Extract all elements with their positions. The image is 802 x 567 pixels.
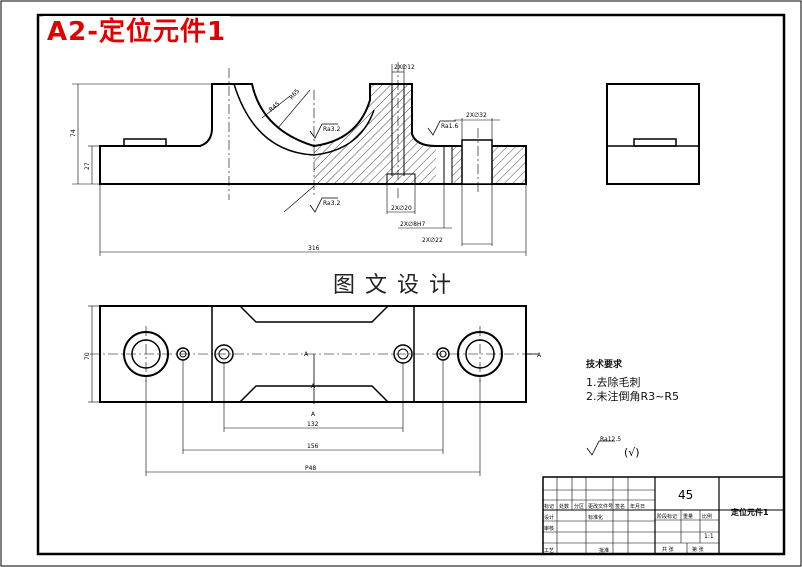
roughness-symbol [309, 123, 338, 139]
tb-approve: 批准 [599, 547, 609, 554]
tb-part-name: 定位元件1 [730, 507, 769, 517]
notes-item: 1.去除毛刺 [586, 376, 641, 389]
tb-stage-mark: 阶段标记 [657, 513, 677, 520]
dim-text: 316 [308, 245, 320, 252]
leader [277, 89, 311, 129]
roughness-text: Ra1.6 [441, 123, 458, 130]
side-pad [633, 138, 677, 147]
finish-symbol [586, 440, 615, 456]
section-hatch-right [452, 146, 526, 184]
left-pad [123, 138, 167, 147]
dim-text: 2X∅22 [422, 237, 443, 244]
watermark: 图文设计 [333, 273, 462, 298]
tb-material: 45 [678, 488, 693, 502]
sheet-label: A2-定位元件1 [43, 16, 231, 48]
dim-text: 2X∅32 [466, 112, 487, 119]
technical-requirements: 技术要求 1.去除毛刺 2.未注倒角R3~R5 [586, 357, 679, 404]
dim-text: 132 [307, 421, 319, 428]
section-hatch [314, 84, 436, 184]
roughness-symbol [309, 197, 338, 213]
drawing-frame [36, 13, 786, 556]
bore-arc-inner [233, 83, 375, 156]
slot-top [239, 305, 389, 323]
dim-text: 2X∅8H7 [400, 221, 425, 228]
notes-heading: 技术要求 [586, 360, 623, 370]
dim-text: 70 [84, 352, 91, 360]
top-view [88, 305, 538, 476]
roughness-text: Ra3.2 [323, 200, 340, 207]
hole-cbore [386, 173, 416, 185]
tb-review: 审核 [544, 525, 554, 532]
tb-signature: 签名 [615, 503, 625, 510]
section-mark: A [311, 383, 316, 390]
tb-design: 设计 [544, 514, 554, 521]
tb-date: 年月日 [630, 503, 645, 510]
tb-zone: 分区 [574, 503, 584, 510]
section-mark: A [311, 411, 316, 418]
section-mark: A [537, 352, 542, 359]
dim-text: 74 [70, 129, 77, 137]
dim-text: P48 [305, 465, 316, 472]
tb-count: 处数 [559, 503, 569, 510]
tb-scale-label: 比例 [702, 513, 712, 520]
tb-process: 工艺 [544, 548, 554, 554]
roughness-symbol [427, 120, 456, 136]
finish-suffix: (√) [624, 446, 640, 459]
title-block [542, 476, 785, 555]
tb-sheet-no: 第 张 [692, 546, 704, 553]
front-view [72, 62, 527, 256]
dim-text: 27 [84, 162, 91, 170]
notes-item: 2.未注倒角R3~R5 [586, 390, 679, 403]
tb-sheets-total: 共 张 [662, 546, 674, 553]
leader [261, 95, 291, 119]
roughness-text: Ra3.2 [323, 126, 340, 133]
tb-weight: 重量 [683, 513, 693, 520]
side-outline [606, 83, 700, 185]
dim-text: R65 [288, 88, 301, 102]
tb-scale: 1:1 [704, 533, 714, 540]
dim-text: R45 [268, 100, 282, 113]
finish-value: Ra12.5 [600, 436, 622, 443]
section-mark: A [304, 351, 309, 358]
dim-text: 2X∅12 [394, 64, 415, 71]
dim-text: 2X∅20 [391, 205, 412, 212]
tb-mark: 标记 [544, 503, 554, 510]
dim-text: 156 [307, 443, 319, 450]
right-cbore [461, 139, 493, 185]
leader [283, 185, 315, 213]
tb-doc-no: 更改文件号 [588, 503, 613, 510]
side-view [606, 83, 700, 185]
tb-standard: 标准化 [588, 514, 603, 521]
